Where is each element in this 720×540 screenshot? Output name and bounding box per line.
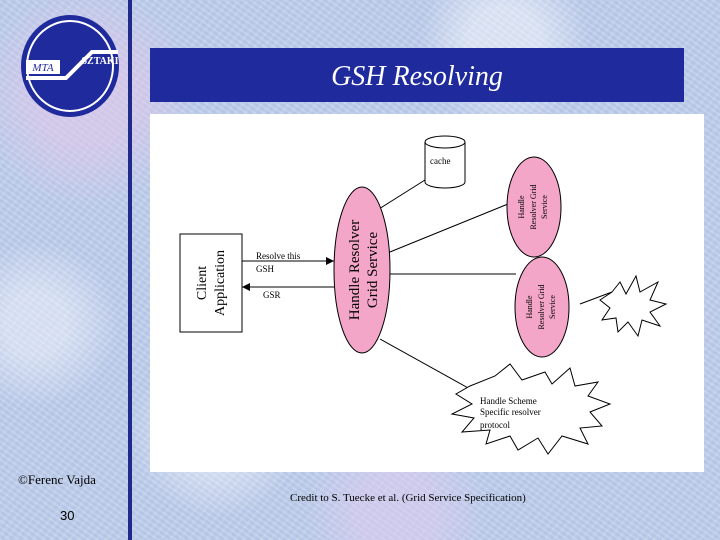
link-resolver-hrgs-upper <box>384 203 509 255</box>
resolver-label-line1: Handle Resolver <box>347 220 363 320</box>
logo-text-sztaki: SZTAKI <box>81 56 118 67</box>
page-number: 30 <box>60 508 75 523</box>
source-credit: Credit to S. Tuecke et al. (Grid Service… <box>290 492 526 504</box>
scheme-label-3: protocol <box>480 420 510 430</box>
client-label-line2: Application <box>213 250 228 316</box>
hrgs-lower <box>514 256 570 358</box>
cache-cylinder <box>424 135 466 189</box>
cache-label: cache <box>430 156 450 166</box>
msg-gsh: GSH <box>256 264 275 274</box>
scheme-label-2: Specific resolver <box>480 407 541 417</box>
hrgs-lower-label-2: Resolver Grid <box>537 284 546 329</box>
hrgs-upper <box>506 156 562 258</box>
link-resolver-scheme <box>379 338 471 390</box>
logo-text-mta: MTA <box>31 62 53 74</box>
resolver-label-line2: Grid Service <box>365 232 381 309</box>
slide-title: GSH Resolving <box>150 48 684 102</box>
scheme-label-1: Handle Scheme <box>480 396 537 406</box>
mta-sztaki-logo: MTA SZTAKI <box>18 12 122 120</box>
external-burst-small <box>599 274 668 338</box>
vertical-divider-line <box>128 0 132 540</box>
hrgs-lower-label-3: Service <box>548 295 557 319</box>
gsr-response-arrowhead <box>242 283 250 291</box>
handle-resolver-grid-service <box>333 186 391 354</box>
author-credit: ©Ferenc Vajda <box>18 472 96 487</box>
msg-resolve-this: Resolve this <box>256 251 301 261</box>
client-application-box <box>179 233 243 333</box>
client-label-line1: Client <box>195 266 210 300</box>
gsh-resolving-diagram: Client Application Resolve this GSH GSR … <box>150 114 704 472</box>
hrgs-upper-label-3: Service <box>540 195 549 219</box>
handle-scheme-burst <box>450 363 612 455</box>
hrgs-lower-label-1: Handle <box>525 295 534 319</box>
hrgs-upper-label-2: Resolver Grid <box>529 184 538 229</box>
link-hrgs-lower-burst <box>579 291 613 305</box>
hrgs-upper-label-1: Handle <box>517 195 526 219</box>
resolve-request-arrowhead <box>326 257 334 265</box>
msg-gsr: GSR <box>263 290 281 300</box>
